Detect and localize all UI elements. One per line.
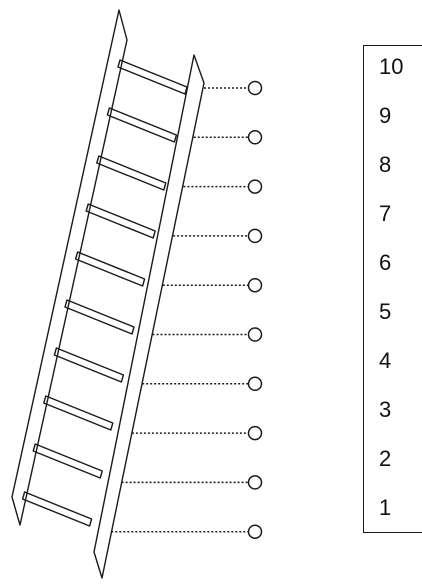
ladder-rung — [44, 396, 113, 430]
answer-line — [183, 180, 261, 193]
answer-line — [132, 427, 262, 440]
ladder-rung — [97, 156, 166, 190]
ladder-right-rail — [94, 55, 204, 578]
answer-line — [204, 82, 262, 95]
answer-circles — [111, 82, 261, 539]
number-7: 7 — [379, 203, 391, 225]
number-2: 2 — [379, 448, 391, 470]
number-8: 8 — [379, 154, 391, 176]
ladder-rungs — [23, 60, 187, 526]
number-10: 10 — [379, 56, 403, 78]
number-9: 9 — [379, 105, 391, 127]
ladder-rung — [23, 492, 92, 526]
answer-line — [111, 525, 261, 538]
number-3: 3 — [379, 399, 391, 421]
answer-circle[interactable] — [249, 279, 262, 292]
ladder-rung — [86, 204, 155, 238]
number-4: 4 — [379, 350, 391, 372]
answer-line — [153, 328, 262, 341]
ladder-rung — [118, 60, 187, 94]
ladder-left-rail — [12, 10, 127, 525]
answer-circle[interactable] — [249, 131, 262, 144]
ladder-rung — [65, 300, 134, 334]
answer-line — [194, 131, 262, 144]
answer-circle[interactable] — [249, 377, 262, 390]
answer-line — [173, 229, 261, 242]
ladder-illustration — [0, 0, 300, 584]
answer-circle[interactable] — [249, 82, 262, 95]
number-box: 10 9 8 7 6 5 4 3 2 1 — [363, 45, 422, 533]
answer-circle[interactable] — [249, 328, 262, 341]
answer-circle[interactable] — [249, 476, 262, 489]
answer-line — [163, 279, 262, 292]
number-1: 1 — [379, 497, 391, 519]
answer-line — [142, 377, 261, 390]
answer-line — [122, 476, 262, 489]
number-6: 6 — [379, 252, 391, 274]
ladder-rung — [107, 108, 176, 142]
answer-circle[interactable] — [249, 180, 262, 193]
answer-circle[interactable] — [249, 427, 262, 440]
ladder-rung — [76, 252, 145, 286]
answer-circle[interactable] — [249, 229, 262, 242]
ladder-rung — [33, 444, 102, 478]
ladder-rung — [54, 348, 123, 382]
answer-circle[interactable] — [249, 525, 262, 538]
number-5: 5 — [379, 301, 391, 323]
ladder — [12, 10, 204, 578]
